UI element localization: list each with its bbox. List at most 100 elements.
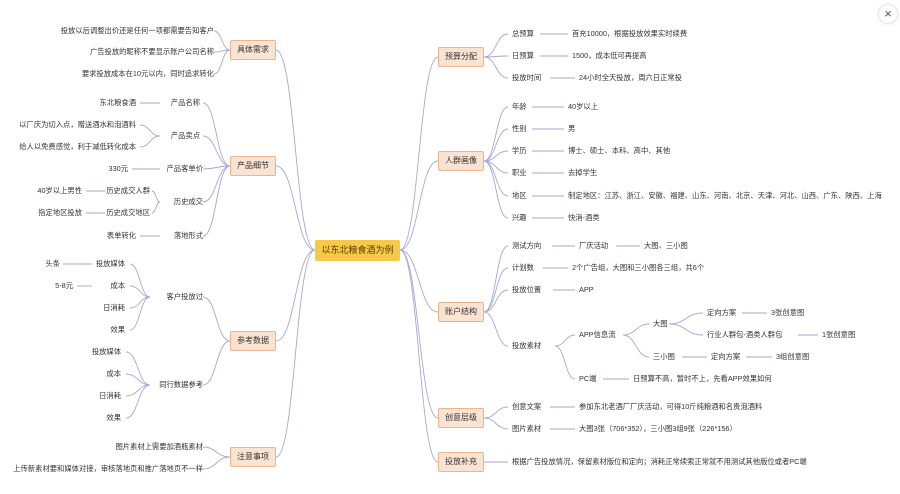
product-selling-value-1: 以厂庆为切入点，赠送酒水和泡酒料: [19, 120, 136, 129]
topic-account[interactable]: 账户结构: [438, 302, 484, 322]
account-material-label: 投放素材: [512, 341, 542, 350]
needs-item-2: 广告投放的昵称不要显示账户公司名称: [89, 47, 214, 56]
connector-line: [483, 33, 509, 58]
connector-line: [483, 289, 509, 313]
connector-line: [483, 245, 509, 313]
connector-line: [151, 201, 161, 214]
reference-client-label: 客户投放过: [166, 292, 203, 301]
big-a-label: 定向方案: [707, 308, 737, 317]
audience-job-label: 职业: [512, 168, 527, 177]
connector-line: [399, 249, 439, 463]
connector-line: [129, 296, 151, 331]
connector-line: [139, 135, 161, 148]
small-a-value: 3组创意图: [776, 352, 810, 361]
big-a-value: 3张创意图: [771, 308, 805, 317]
product-selling-value-2: 给人以免费感觉，利于减低转化成本: [19, 142, 136, 151]
connector-line: [213, 49, 231, 75]
audience-age-value: 40岁以上: [568, 102, 599, 111]
audience-interest-label: 兴趣: [512, 213, 527, 222]
topic-supplement[interactable]: 投放补充: [438, 452, 484, 472]
topic-creative[interactable]: 创意层级: [438, 408, 484, 428]
product-landing-label: 落地形式: [173, 231, 203, 240]
big-b-value: 1张创意图: [822, 330, 856, 339]
connector-line: [483, 150, 509, 162]
connector-line: [202, 165, 231, 237]
topic-notes[interactable]: 注意事项: [230, 447, 276, 467]
account-plan-label: 计划数: [512, 263, 534, 272]
connector-line: [483, 56, 509, 79]
account-test-value: 厂庆活动: [579, 241, 609, 250]
root-topic[interactable]: 以东北粮食酒为例: [315, 240, 400, 261]
product-name-label: 产品名称: [170, 98, 200, 107]
connector-line: [622, 323, 650, 336]
connector-line: [129, 263, 151, 298]
close-icon[interactable]: ×: [879, 5, 897, 23]
connector-line: [275, 249, 316, 342]
connector-line: [483, 406, 509, 419]
app-big-label: 大图: [653, 319, 668, 328]
connector-line: [202, 340, 231, 386]
audience-region-value: 制定地区：江苏、浙江、安徽、福建、山东、河南、北京、天津、河北、山西、广东、陕西…: [568, 191, 882, 200]
product-landing-value: 表单转化: [106, 231, 136, 240]
material-app-label: APP信息流: [579, 330, 616, 339]
topic-product-details[interactable]: 产品细节: [230, 156, 276, 176]
supplement-value: 根据广告投放情况，保留素材版位和定向；消耗正常续索正常就不用测试其他版位或者PC…: [512, 457, 807, 466]
connector-line: [125, 384, 151, 419]
connector-line: [399, 249, 439, 419]
peer-item-4: 效果: [106, 413, 121, 422]
app-small-label: 三小图: [653, 352, 675, 361]
creative-image-label: 图片素材: [512, 424, 542, 433]
material-pc-value: 日预算不高，暂时不上，先看APP效果如何: [633, 374, 772, 383]
connector-line: [139, 124, 161, 137]
budget-total-label: 总预算: [512, 29, 534, 38]
connector-line: [129, 285, 151, 298]
topic-specific-needs[interactable]: 具体需求: [230, 40, 276, 60]
client-item-1-label: 投放媒体: [95, 259, 125, 268]
client-item-3-label: 日消耗: [103, 303, 125, 312]
connector-line: [483, 160, 509, 219]
connector-line: [202, 135, 231, 167]
needs-item-1: 投放以后调整出价还是任何一项都需要告知客户: [60, 26, 214, 35]
history-region-label: 历史成交地区: [106, 208, 150, 217]
topic-budget[interactable]: 预算分配: [438, 47, 484, 67]
topic-audience[interactable]: 人群画像: [438, 151, 484, 171]
client-item-2-label: 成本: [110, 281, 125, 290]
connector-line: [399, 56, 439, 251]
connector-line: [483, 311, 509, 347]
connector-line: [202, 102, 231, 167]
topic-reference-data[interactable]: 参考数据: [230, 331, 276, 351]
connector-line: [125, 373, 151, 386]
material-pc-label: PC端: [579, 374, 597, 383]
reference-peer-label: 同行数据参考: [159, 380, 203, 389]
connector-line: [202, 296, 231, 342]
connector-line: [213, 30, 231, 51]
history-user-value: 40岁以上男性: [37, 186, 82, 195]
audience-edu-label: 学历: [512, 146, 527, 155]
account-plan-value: 2个广告组，大图和三小图各三组，共6个: [572, 263, 705, 272]
connector-line: [125, 351, 151, 386]
audience-age-label: 年龄: [512, 102, 527, 111]
account-position-label: 投放位置: [512, 285, 542, 294]
connector-line: [554, 345, 576, 380]
client-item-2-value: 5-8元: [55, 281, 73, 290]
audience-gender-label: 性别: [512, 124, 527, 133]
product-history-label: 历史成交: [173, 197, 203, 206]
product-selling-label: 产品卖点: [170, 131, 200, 140]
audience-region-label: 地区: [512, 191, 527, 200]
connector-line: [275, 165, 316, 251]
history-region-value: 指定地区投放: [38, 208, 82, 217]
connector-line: [483, 417, 509, 430]
small-a-label: 定向方案: [711, 352, 741, 361]
budget-time-value: 24小时全天投放，周六日正常投: [579, 73, 682, 82]
account-test-label: 测试方向: [512, 241, 542, 250]
client-item-1-value: 头条: [45, 259, 60, 268]
connector-line: [483, 106, 509, 162]
product-price-label: 产品客单价: [166, 164, 203, 173]
connector-line: [483, 267, 509, 313]
peer-item-3: 日消耗: [99, 391, 121, 400]
budget-daily-label: 日预算: [512, 51, 534, 60]
connector-line: [151, 190, 161, 203]
connector-line: [622, 334, 650, 358]
